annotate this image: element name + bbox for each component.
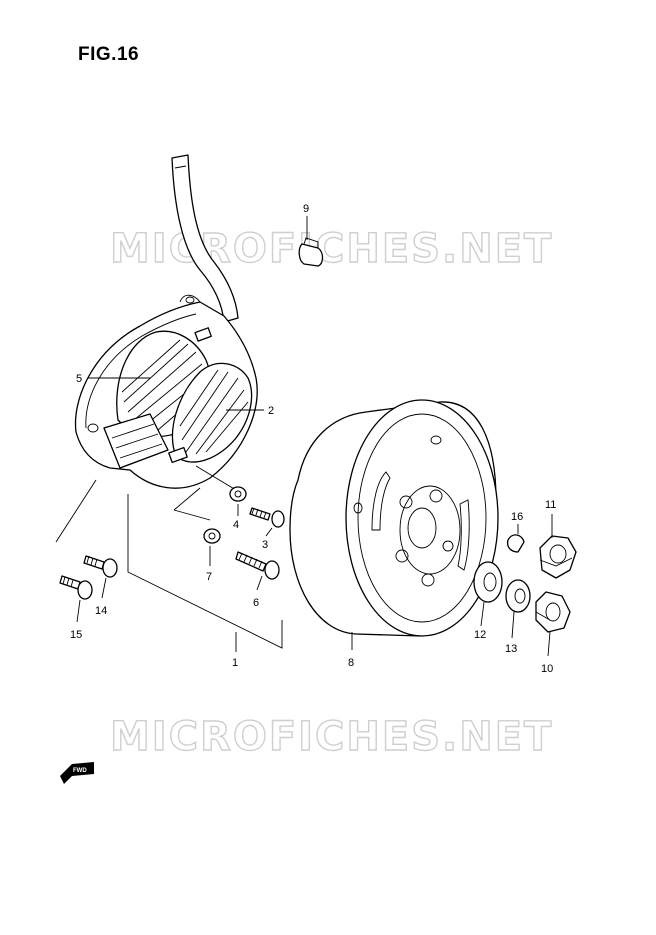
washer-7 (203, 528, 221, 544)
watermark-bottom: MICROFICHES.NET (110, 714, 553, 760)
callout-3: 3 (262, 539, 268, 551)
grommet-9 (298, 237, 324, 267)
callout-14: 14 (95, 605, 107, 617)
woodruff-key-16 (506, 534, 525, 553)
lock-washer-13 (505, 579, 531, 613)
callout-2: 2 (268, 405, 274, 417)
screw-15 (59, 575, 93, 600)
callout-10: 10 (541, 663, 553, 675)
forward-arrow: FWD (60, 762, 94, 784)
washer-4 (229, 486, 247, 502)
callout-16: 16 (511, 511, 523, 523)
callout-15: 15 (70, 629, 82, 641)
callout-11: 11 (545, 499, 556, 511)
callout-4: 4 (233, 519, 239, 531)
figure-title: FIG.16 (78, 44, 140, 65)
leader-lines (76, 216, 553, 657)
callout-8: 8 (348, 657, 354, 669)
callout-13: 13 (505, 643, 517, 655)
callout-6: 6 (253, 597, 259, 609)
callout-7: 7 (206, 571, 212, 583)
screw-14 (83, 555, 118, 578)
watermark-top: MICROFICHES.NET (110, 226, 553, 272)
screw-3 (249, 507, 285, 528)
screw-6 (235, 551, 280, 580)
stator-assembly (74, 154, 258, 489)
callout-5: 5 (76, 373, 82, 385)
washer-12 (473, 561, 503, 603)
assembly-bracket (55, 465, 283, 652)
flywheel-rotor (289, 399, 499, 637)
callout-1: 1 (232, 657, 238, 669)
callout-9: 9 (303, 203, 309, 215)
hex-nut-10 (535, 591, 571, 633)
callout-numbers: 1 2 3 4 5 6 7 8 9 10 11 12 13 14 15 16 (70, 203, 556, 675)
fwd-label: FWD (73, 768, 87, 774)
callout-12: 12 (474, 629, 486, 641)
flange-nut-11 (539, 535, 577, 579)
